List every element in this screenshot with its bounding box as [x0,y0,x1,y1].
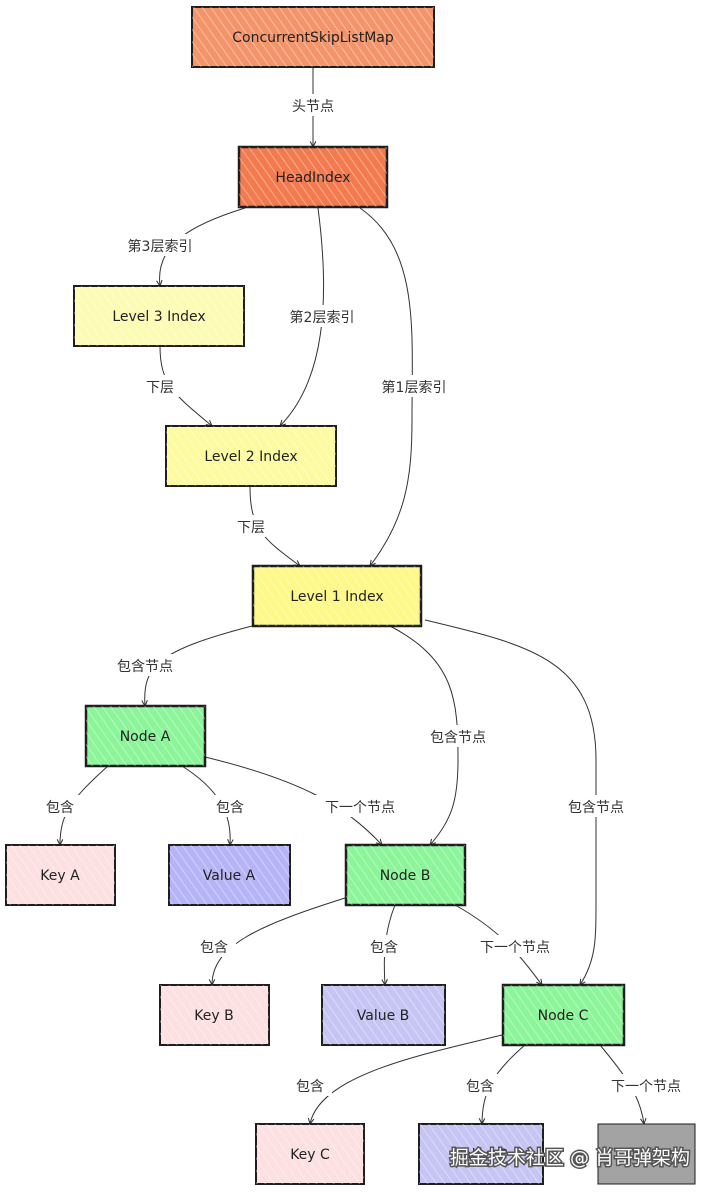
node-label-level-3-index: Level 3 Index [112,309,205,325]
node-label-headindex: HeadIndex [275,170,350,186]
edge-labels: 头节点 第3层索引 第2层索引 第1层索引 下层 下层 包含节点 包含节点 包含… [38,94,696,1096]
edge-c-key [310,1034,503,1124]
node-label-level-2-index: Level 2 Index [204,449,297,465]
edge-label-c-next: 下一个节点 [611,1079,681,1095]
edge-a-b [204,756,382,845]
node-label-value-b: Value B [357,1008,410,1024]
node-label-node-c: Node C [538,1008,589,1024]
edge-label-b-c: 下一个节点 [480,940,550,956]
node-key-c[interactable]: Key C [255,1123,365,1185]
edge-label-l3-l2: 下层 [146,380,174,396]
edge-label-c-val: 包含 [466,1079,494,1095]
edge-head-l1 [359,207,413,566]
edge-label-b-val: 包含 [370,940,398,956]
node-next[interactable] [597,1123,696,1185]
edge-label-head-l1: 第1层索引 [382,379,447,396]
edge-label-b-key: 包含 [200,940,228,956]
node-label-concurrentskiplistmap: ConcurrentSkipListMap [232,30,394,46]
node-label-key-a: Key A [40,868,80,884]
node-label-key-c: Key C [290,1147,330,1163]
node-value-a[interactable]: Value A [168,844,291,906]
node-concurrentskiplistmap[interactable]: ConcurrentSkipListMap [191,6,435,68]
edge-l1-b [389,625,459,845]
node-b[interactable]: Node B [344,843,467,907]
edge-label-l1-b: 包含节点 [430,730,486,746]
edge-label-a-val: 包含 [216,800,244,816]
node-level-1-index[interactable]: Level 1 Index [251,564,423,628]
node-label-level-1-index: Level 1 Index [290,589,383,605]
node-headindex[interactable]: HeadIndex [237,145,389,209]
edge-l1-c [424,619,597,985]
node-label-node-a: Node A [120,729,171,745]
edge-label-l1-a: 包含节点 [117,659,173,675]
node-key-a[interactable]: Key A [5,844,116,906]
edge-label-a-key: 包含 [46,800,74,816]
watermark: 掘金技术社区 @ 肖哥弹架构 [448,1146,691,1171]
edge-label-csl-head: 头节点 [292,99,334,115]
edge-label-l2-l1: 下层 [237,520,265,536]
node-level-2-index[interactable]: Level 2 Index [165,425,337,487]
edge-head-l2 [280,207,325,426]
node-value-c[interactable]: Value C [418,1123,544,1185]
node-level-3-index[interactable]: Level 3 Index [73,285,245,347]
node-c[interactable]: Node C [501,983,626,1047]
edge-label-c-key: 包含 [296,1079,324,1095]
node-label-value-c: Value C [455,1147,508,1163]
watermark-text: 掘金技术社区 @ 肖哥弹架构 [450,1147,690,1169]
node-value-b[interactable]: Value B [321,984,446,1046]
node-label-key-b: Key B [194,1008,233,1024]
node-label-value-a: Value A [203,868,256,884]
edge-label-l1-c: 包含节点 [568,800,624,816]
node-a[interactable]: Node A [84,704,207,768]
edge-b-key [212,897,346,985]
edge-label-head-l2: 第2层索引 [290,309,355,326]
node-key-b[interactable]: Key B [159,984,270,1046]
edge-label-a-b: 下一个节点 [325,800,395,816]
edge-label-head-l3: 第3层索引 [128,238,193,255]
nodes: ConcurrentSkipListMap HeadIndex Level 3 … [5,6,696,1185]
node-label-node-b: Node B [380,868,431,884]
